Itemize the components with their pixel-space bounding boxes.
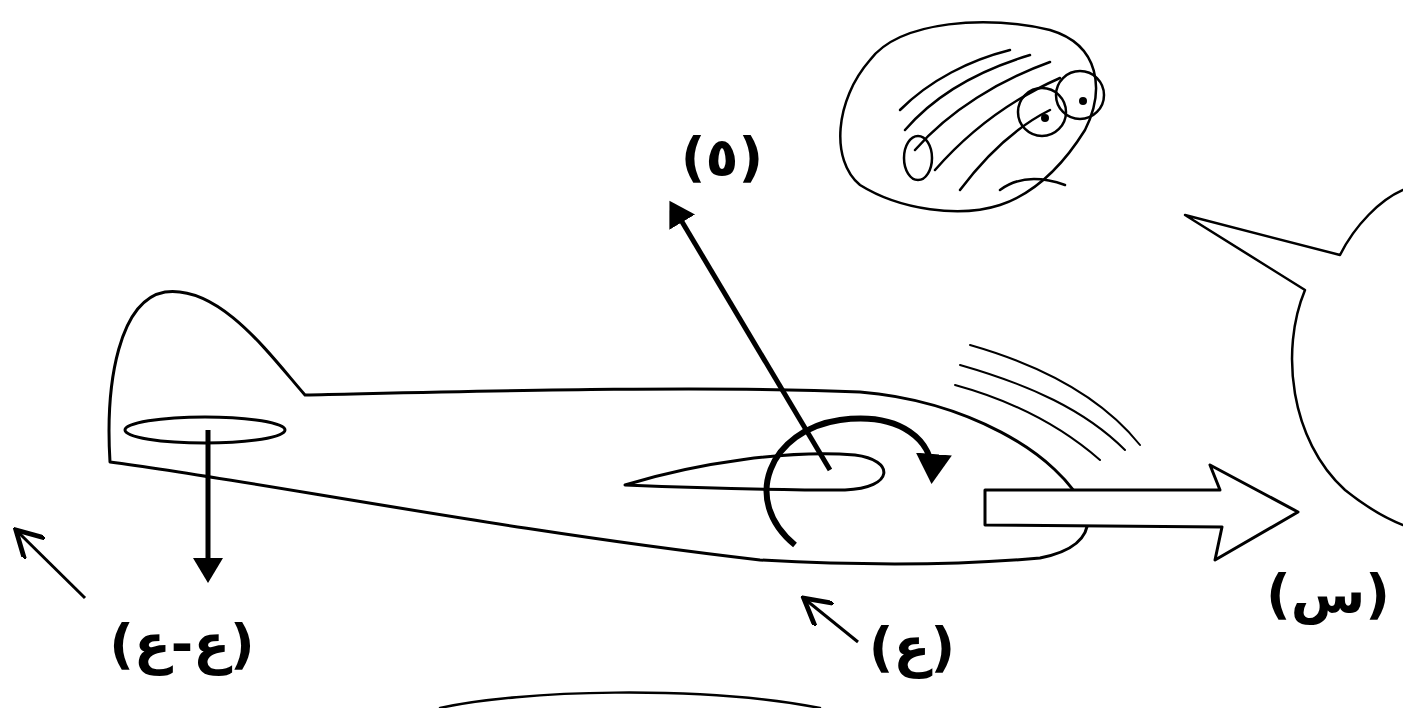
force-label: (ع) [869, 618, 955, 677]
force-label: (س) [1266, 565, 1390, 624]
force-label: (ع-ع) [109, 615, 255, 674]
force-label: (٥) [681, 128, 763, 187]
